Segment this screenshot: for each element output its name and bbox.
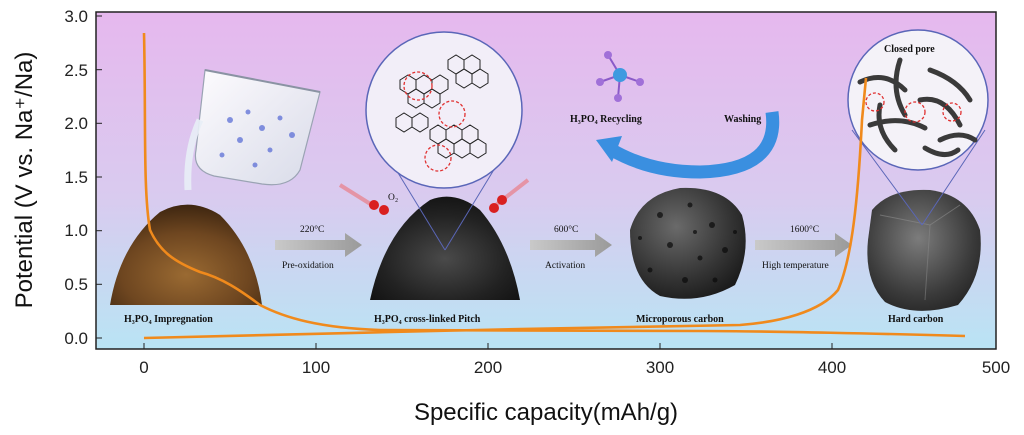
y-tick-label: 1.0 <box>64 221 88 240</box>
step1-name-label: Pre-oxidation <box>282 261 334 271</box>
beaker-icon <box>184 69 321 191</box>
microporous-label: Microporous carbon <box>636 314 724 325</box>
microporous-carbon-rock <box>630 187 746 299</box>
x-tick-label: 200 <box>474 358 502 377</box>
plot-frame <box>95 11 997 350</box>
y-tick-label: 1.5 <box>64 168 88 187</box>
x-tick-label: 0 <box>139 358 148 377</box>
step3-arrow <box>755 233 852 257</box>
hard-carbon-label: Hard carbon <box>888 314 944 325</box>
step1-temp-label: 220°C <box>300 224 324 235</box>
y-axis: 0.0 0.5 1.0 1.5 2.0 2.5 3.0 <box>64 7 102 348</box>
step3-temp-label: 1600°C <box>790 224 819 235</box>
x-tick-label: 100 <box>302 358 330 377</box>
hard-carbon-rock <box>867 189 981 311</box>
step2-temp-label: 600°C <box>554 224 578 235</box>
cycle-arrow-icon <box>596 111 780 179</box>
y-tick-label: 0.0 <box>64 329 88 348</box>
y-tick-label: 3.0 <box>64 7 88 26</box>
discharge-curve <box>142 32 966 338</box>
charge-curve <box>143 77 868 340</box>
oxygen-label: O₂ <box>388 193 398 203</box>
step2-arrow <box>530 233 612 257</box>
x-tick-label: 400 <box>818 358 846 377</box>
closed-pore-structure-circle <box>847 29 989 171</box>
step3-name-label: High temperature <box>762 261 829 271</box>
x-axis: 0 100 200 300 400 500 <box>139 343 1010 377</box>
step1-arrow <box>275 233 362 257</box>
crosslinked-pile <box>370 196 520 300</box>
recycling-label: H₃PO₄ Recycling <box>570 114 642 125</box>
washing-label: Washing <box>724 114 761 125</box>
impregnation-pile <box>110 204 262 305</box>
y-tick-label: 0.5 <box>64 275 88 294</box>
crosslinked-structure-circle <box>365 31 523 189</box>
y-tick-label: 2.0 <box>64 114 88 133</box>
y-tick-label: 2.5 <box>64 61 88 80</box>
y-axis-title: Potential (V vs. Na⁺/Na) <box>11 52 38 309</box>
x-tick-label: 500 <box>982 358 1010 377</box>
process-illustration: O₂ H₃PO₄ Recycling Washing <box>110 29 989 325</box>
crosslinked-label: H₃PO₄ cross-linked Pitch <box>374 314 481 325</box>
h3po4-molecule-icon <box>596 51 644 102</box>
oxygen-molecule-icon <box>338 178 530 215</box>
x-axis-title: Specific capacity(mAh/g) <box>414 399 678 426</box>
step2-name-label: Activation <box>545 261 585 271</box>
closed-pore-label: Closed pore <box>884 44 935 55</box>
impregnation-label: H₃PO₄ Impregnation <box>124 314 213 325</box>
x-tick-label: 300 <box>646 358 674 377</box>
